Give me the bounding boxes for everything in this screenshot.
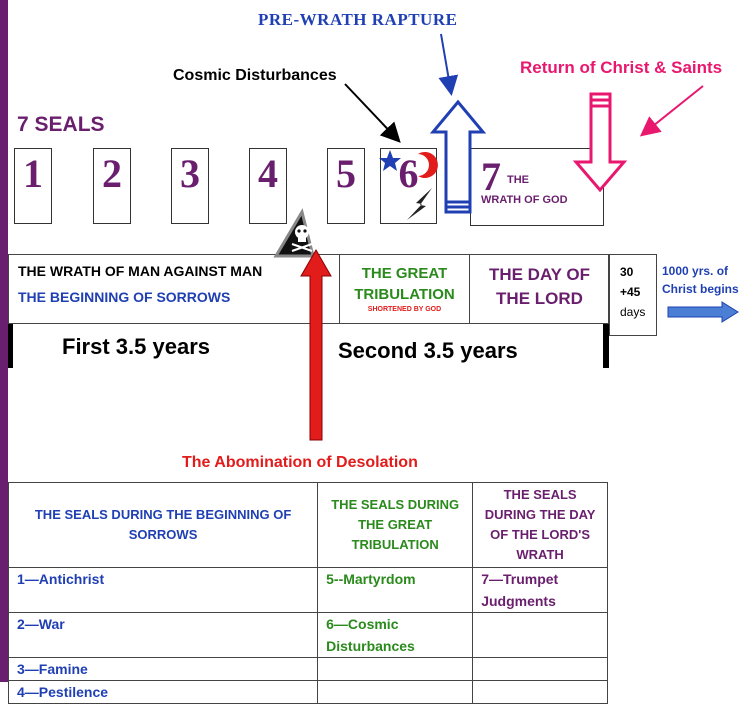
day-of-lord-line2: THE LORD [496,289,583,308]
day-of-the-lord-label: THE DAY OF THE LORD [470,263,609,311]
header-great-tribulation: THE SEALS DURING THE GREAT TRIBULATION [317,482,474,568]
table-cell [472,680,608,704]
cosmic-disturbances-label: Cosmic Disturbances [173,67,337,84]
days-45: +45 [620,285,641,299]
seal-3: 3 [171,148,209,224]
great-tribulation-label: THE GREAT TRIBULATION [340,263,469,305]
table-cell: 5--Martyrdom [317,567,474,613]
seal-4: 4 [249,148,287,224]
seal-7-number: 7 [481,154,501,199]
pre-wrath-rapture-label: PRE-WRATH RAPTURE [258,10,458,29]
seven-seals-title: 7 SEALS [17,113,105,136]
table-row: 3—Famine [7,657,608,681]
timeline-divider [469,254,470,324]
table-cell: 1—Antichrist [7,567,319,613]
rapture-up-arrow [429,99,487,214]
wrath-of-man-label: THE WRATH OF MAN AGAINST MAN [18,263,263,279]
seal-5: 5 [327,148,365,224]
seal-7-the: THE [507,174,529,186]
star-icon [379,150,401,171]
abomination-label: The Abomination of Desolation [182,454,418,471]
seals-table: THE SEALS DURING THE BEGINNING OF SORROW… [7,482,608,704]
wrath-of-god-label: WRATH OF GOD [481,194,568,206]
cosmic-pointer-arrow [344,83,401,143]
diagram-graphics [273,33,739,441]
beginning-of-sorrows-label: THE BEGINNING OF SORROWS [18,289,231,305]
millennium-line1: 1000 yrs. of [662,264,729,278]
days-word: days [620,305,646,319]
return-down-arrow [572,92,628,193]
table-cell [472,657,608,681]
abomination-up-arrow [300,248,332,441]
table-cell: 6—Cosmic Disturbances [317,612,474,658]
second-half-label: Second 3.5 years [338,338,518,363]
great-tribulation-line1: THE GREAT [361,265,448,282]
great-tribulation-line2: TRIBULATION [354,286,455,303]
rapture-pointer-arrow [438,33,459,96]
return-pointer-arrow [639,85,704,137]
left-accent-bar [0,0,8,682]
header-day-of-lord: THE SEALS DURING THE DAY OF THE LORD'S W… [472,482,608,568]
lightning-icon [407,188,432,220]
millennium-label: 1000 yrs. of Christ begins [662,262,739,298]
days-30-45-label: 30 +45 days [620,262,645,322]
table-row: 2—War 6—Cosmic Disturbances [7,612,608,658]
table-row: 4—Pestilence [7,680,608,704]
seal-6-number: 6 [398,151,419,196]
day-of-lord-line1: THE DAY OF [488,265,591,284]
timeline-divider [339,254,340,324]
table-cell [472,612,608,658]
table-cell [317,657,474,681]
seal-1: 1 [14,148,52,224]
table-cell [317,680,474,704]
skull-crossbones-icon [273,208,315,258]
seal-2: 2 [93,148,131,224]
timeline-end-cap [603,324,609,368]
header-beginning-of-sorrows: THE SEALS DURING THE BEGINNING OF SORROW… [7,482,319,568]
table-cell: 7—Trumpet Judgments [472,567,608,613]
table-row: 1—Antichrist 5--Martyrdom 7—Trumpet Judg… [7,567,608,613]
millennium-line2: Christ begins [662,282,739,296]
millennium-right-arrow [667,301,739,323]
shortened-by-god-label: SHORTENED BY GOD [367,306,442,313]
table-cell: 4—Pestilence [7,680,319,704]
crescent-moon-icon [418,152,438,178]
table-cell: 2—War [7,612,319,658]
days-30: 30 [620,265,634,279]
table-cell: 3—Famine [7,657,319,681]
timeline-75-days-box [609,254,657,336]
timeline-start-cap [8,324,13,368]
return-of-christ-label: Return of Christ & Saints [520,58,723,77]
first-half-label: First 3.5 years [62,334,210,359]
table-header-row: THE SEALS DURING THE BEGINNING OF SORROW… [7,482,608,568]
